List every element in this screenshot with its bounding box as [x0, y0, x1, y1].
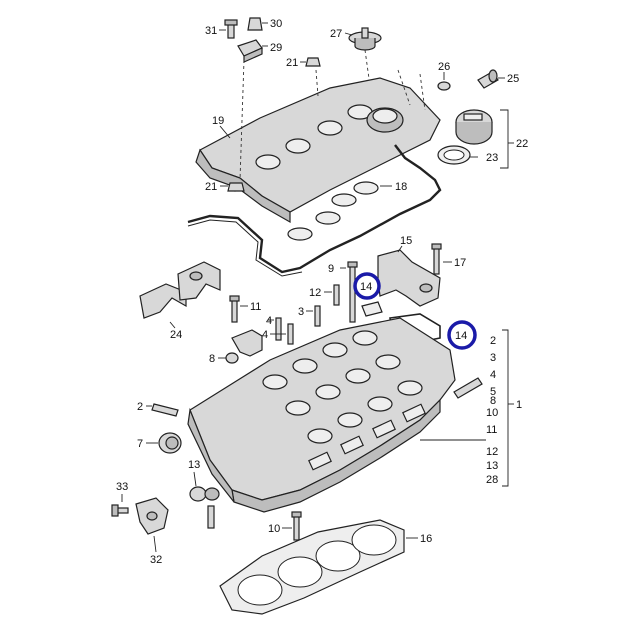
seal-26: [437, 81, 451, 91]
callout-30: 30: [270, 18, 282, 30]
filler-cap-22: [455, 109, 493, 145]
list-item: 3: [490, 352, 496, 364]
callout-22: 22: [516, 138, 528, 150]
callout-2: 2: [137, 401, 143, 413]
bearing-caps-24: [139, 261, 221, 319]
list-item: 13: [486, 460, 498, 472]
list-item: 12: [486, 446, 498, 458]
list-item: 10: [486, 407, 498, 419]
callout-27: 27: [330, 28, 342, 40]
stud-28: [207, 505, 215, 529]
callout-4-upper: 4: [266, 315, 272, 327]
callout-13: 13: [188, 459, 200, 471]
bolt-10: [291, 511, 302, 541]
head-gasket-16: [219, 519, 405, 615]
callout-7: 7: [137, 438, 143, 450]
oil-filler-cap-27: [348, 27, 382, 51]
callout-21-lower: 21: [205, 181, 217, 193]
callout-24: 24: [170, 329, 182, 341]
list-item: 2: [490, 335, 496, 347]
callout-4-lower: 4: [262, 329, 268, 341]
valve-cover-19: [195, 77, 441, 224]
callout-18: 18: [395, 181, 407, 193]
sensor-32: [135, 497, 169, 535]
list-item: 5: [490, 386, 496, 398]
callout-25: 25: [507, 73, 519, 85]
callout-21-top: 21: [286, 57, 298, 69]
bearing-cap-small: [231, 329, 263, 357]
callout-12: 12: [309, 287, 321, 299]
pin-12: [333, 284, 340, 306]
callout-14-right: 14: [455, 330, 467, 342]
callout-26: 26: [438, 61, 450, 73]
callout-10: 10: [268, 523, 280, 535]
callout-16: 16: [420, 533, 432, 545]
highlight-14-left: 14: [353, 272, 381, 300]
breather-pipe-25: [477, 69, 499, 89]
callout-9: 9: [328, 263, 334, 275]
seal-13: [189, 486, 220, 502]
callout-3: 3: [298, 306, 304, 318]
nut-21-top: [305, 57, 321, 67]
list-item: 11: [486, 424, 497, 436]
callout-32: 32: [150, 554, 162, 566]
callout-15: 15: [400, 235, 412, 247]
bolt-11: [229, 295, 240, 323]
callout-31: 31: [205, 25, 217, 37]
list-item: 8: [490, 395, 496, 407]
callout-11: 11: [250, 301, 261, 313]
stud-2: [151, 403, 179, 417]
callout-8: 8: [209, 353, 215, 365]
callout-14-left: 14: [360, 281, 372, 293]
callout-19: 19: [212, 115, 224, 127]
callout-23: 23: [486, 152, 498, 164]
bolt-17: [431, 243, 442, 275]
stud-4-left: [275, 317, 282, 341]
seal-ring-23: [437, 145, 471, 165]
bracket-15: [377, 249, 441, 307]
washer-8: [225, 352, 239, 364]
clip-30: [247, 17, 263, 31]
callout-1: 1: [516, 399, 522, 411]
valve-cover-gasket-18: [187, 144, 442, 277]
seal-7: [158, 432, 182, 454]
highlight-14-right: 14: [447, 320, 477, 350]
stud-3: [314, 305, 321, 327]
stud-4-right: [287, 323, 294, 345]
callout-29: 29: [270, 42, 282, 54]
bracket-29: [237, 39, 263, 63]
seal-14-left: [361, 301, 383, 317]
callout-17: 17: [454, 257, 466, 269]
list-item: 28: [486, 474, 498, 486]
stud-right: [453, 377, 483, 399]
list-item: 4: [490, 369, 496, 381]
nut-21-lower: [227, 182, 245, 192]
cylinder-head: [187, 317, 456, 513]
bolt-31: [224, 19, 238, 39]
bolt-9: [347, 261, 358, 323]
callout-33: 33: [116, 481, 128, 493]
bolt-33: [111, 504, 129, 517]
